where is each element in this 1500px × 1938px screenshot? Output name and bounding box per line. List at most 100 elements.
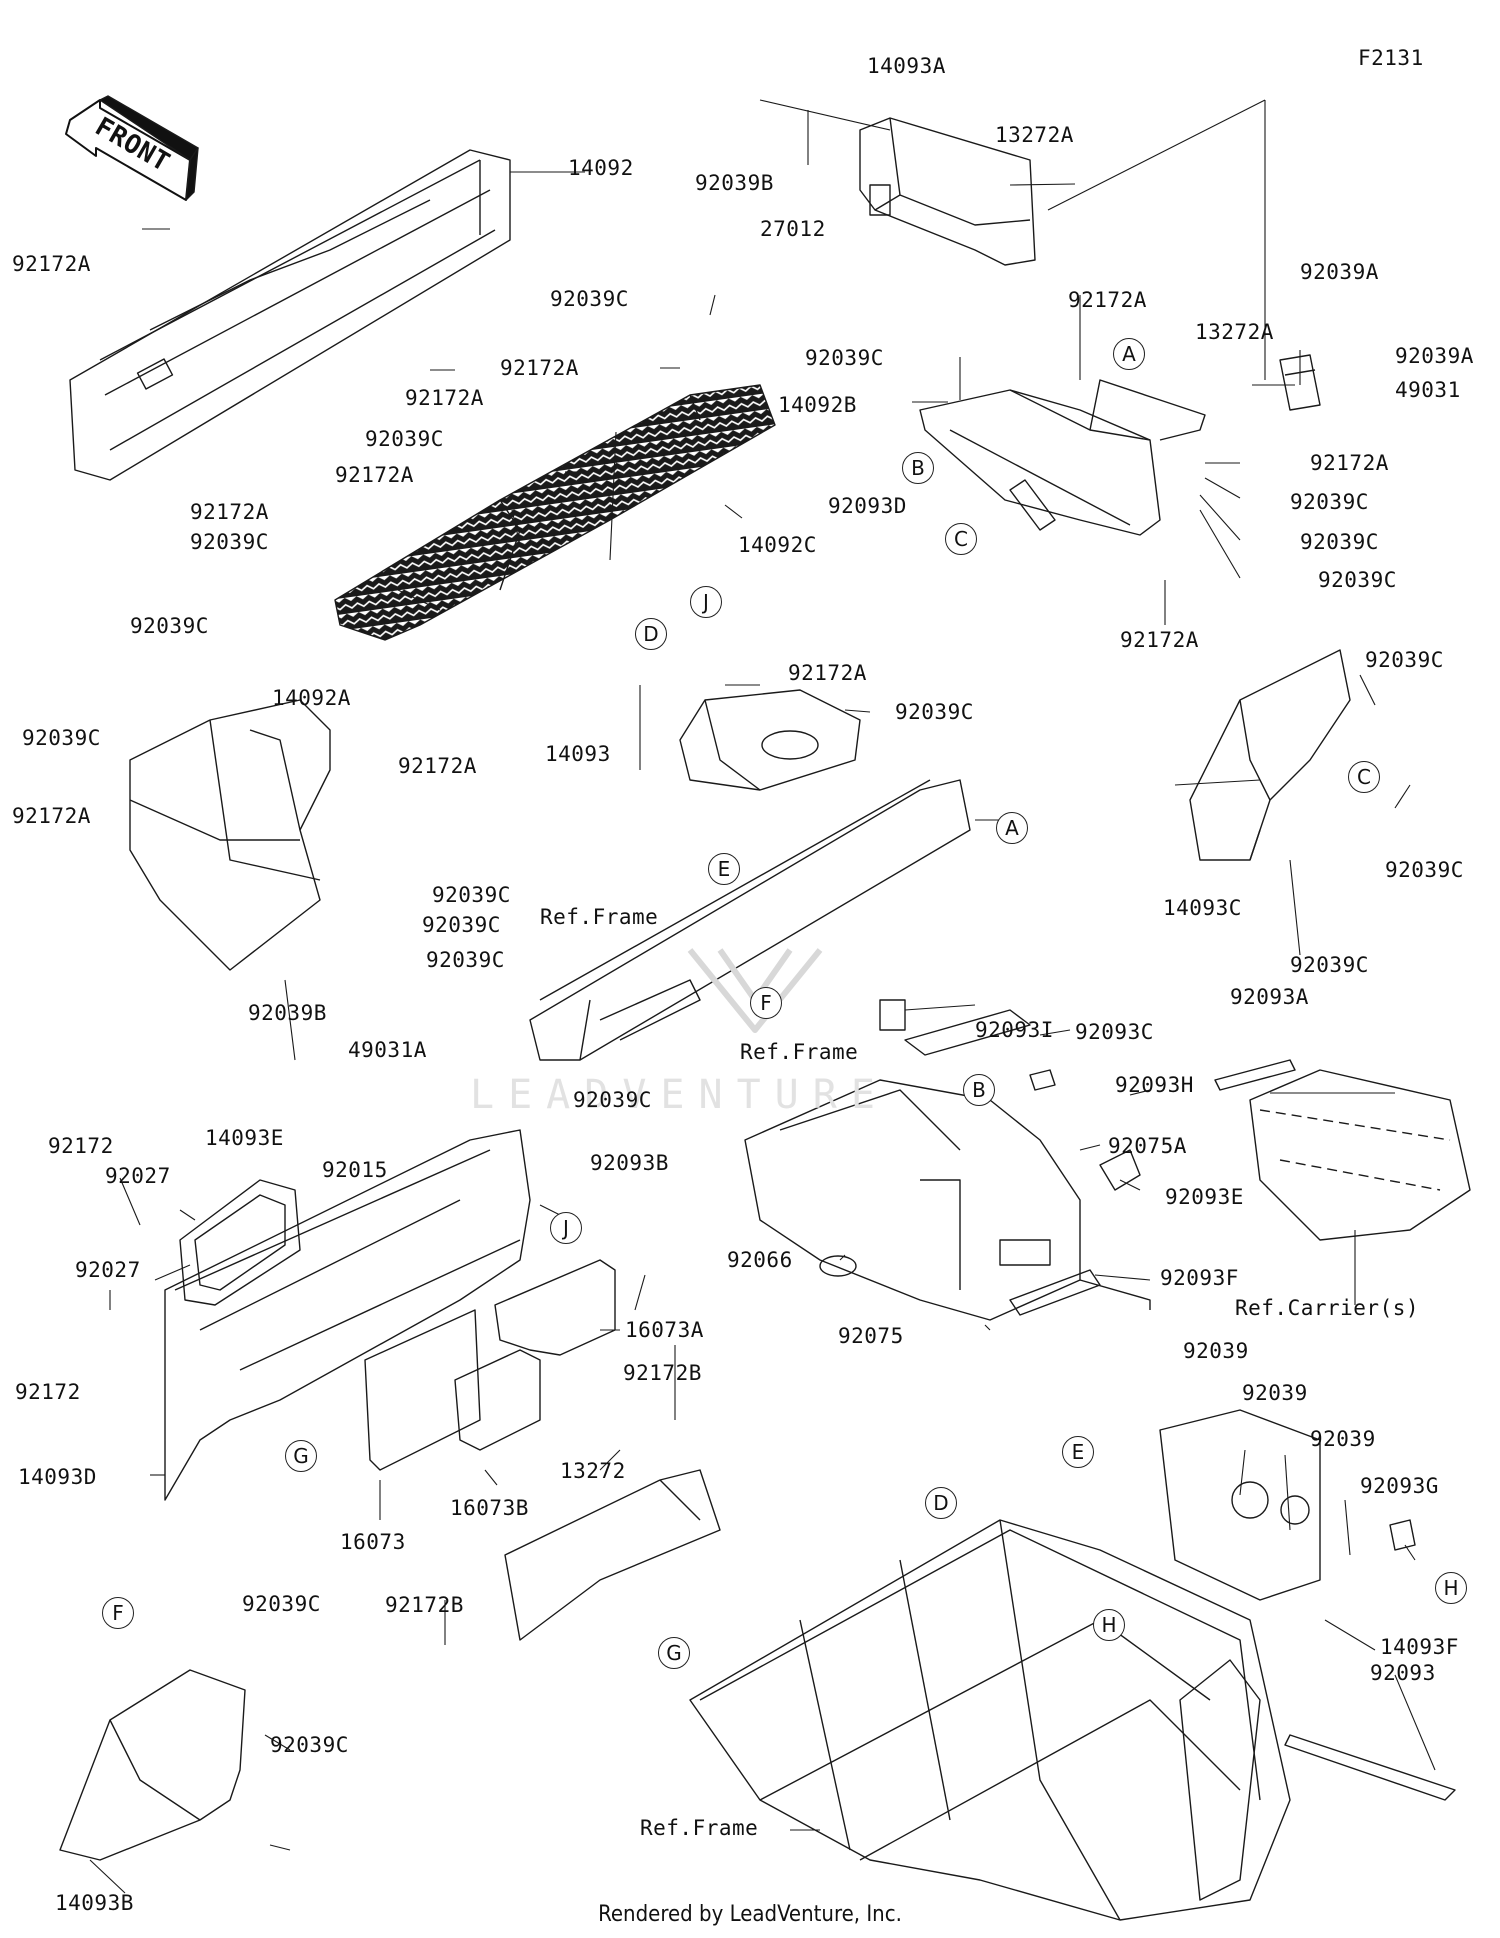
part-label[interactable]: 92039B <box>248 1001 327 1025</box>
part-label[interactable]: 92039C <box>130 614 209 638</box>
part-label[interactable]: 92039C <box>1385 858 1464 882</box>
part-label[interactable]: 92039C <box>422 913 501 937</box>
callout-h[interactable]: H <box>1435 1572 1467 1604</box>
part-label[interactable]: 92039C <box>270 1733 349 1757</box>
part-label[interactable]: 92172A <box>788 661 867 685</box>
part-label[interactable]: 92172A <box>12 252 91 276</box>
callout-f[interactable]: F <box>750 987 782 1019</box>
part-label[interactable]: 92039C <box>895 700 974 724</box>
part-label[interactable]: 92039C <box>22 726 101 750</box>
part-label[interactable]: 92093H <box>1115 1073 1194 1097</box>
callout-b[interactable]: B <box>902 452 934 484</box>
part-label[interactable]: 92172A <box>1068 288 1147 312</box>
part-label[interactable]: 27012 <box>760 217 826 241</box>
part-label[interactable]: 92039 <box>1183 1339 1249 1363</box>
callout-c[interactable]: C <box>1348 761 1380 793</box>
callout-j[interactable]: J <box>690 586 722 618</box>
part-label[interactable]: 92039C <box>426 948 505 972</box>
part-label[interactable]: 92039C <box>190 530 269 554</box>
part-label[interactable]: 92093A <box>1230 985 1309 1009</box>
callout-e[interactable]: E <box>708 853 740 885</box>
part-label[interactable]: 14093E <box>205 1126 284 1150</box>
part-label[interactable]: 92015 <box>322 1158 388 1182</box>
part-label[interactable]: 92039A <box>1395 344 1474 368</box>
part-16073-pad <box>364 1309 481 1471</box>
part-label[interactable]: 49031 <box>1395 378 1461 402</box>
part-label[interactable]: 13272A <box>1195 320 1274 344</box>
part-label[interactable]: 92172A <box>12 804 91 828</box>
part-label[interactable]: 92172 <box>15 1380 81 1404</box>
part-label[interactable]: 92172B <box>623 1361 702 1385</box>
part-label[interactable]: 92093B <box>590 1151 669 1175</box>
callout-a[interactable]: A <box>996 812 1028 844</box>
part-label[interactable]: 92093F <box>1160 1266 1239 1290</box>
part-label[interactable]: 92172B <box>385 1593 464 1617</box>
part-label[interactable]: 92027 <box>75 1258 141 1282</box>
part-label[interactable]: 92039C <box>242 1592 321 1616</box>
part-label[interactable]: 14093A <box>867 54 946 78</box>
part-label[interactable]: 92039B <box>695 171 774 195</box>
callout-h[interactable]: H <box>1093 1609 1125 1641</box>
part-label[interactable]: 92039C <box>1290 953 1369 977</box>
part-label[interactable]: 14093C <box>1163 896 1242 920</box>
part-label[interactable]: 14093 <box>545 742 611 766</box>
callout-b[interactable]: B <box>963 1074 995 1106</box>
part-label[interactable]: 92172 <box>48 1134 114 1158</box>
part-label[interactable]: 92172A <box>405 386 484 410</box>
part-14093A-cover <box>859 117 1036 266</box>
part-label[interactable]: 92066 <box>727 1248 793 1272</box>
callout-d[interactable]: D <box>925 1487 957 1519</box>
part-label[interactable]: 92172A <box>335 463 414 487</box>
part-label[interactable]: 92039C <box>1318 568 1397 592</box>
part-label[interactable]: 92039C <box>805 346 884 370</box>
part-label[interactable]: 92172A <box>1310 451 1389 475</box>
part-label[interactable]: 92039A <box>1300 260 1379 284</box>
part-label[interactable]: 92039C <box>550 287 629 311</box>
part-label[interactable]: 14092B <box>778 393 857 417</box>
part-label[interactable]: 92093D <box>828 494 907 518</box>
part-label[interactable]: 92039C <box>365 427 444 451</box>
callout-g[interactable]: G <box>285 1440 317 1472</box>
part-label[interactable]: 92093I <box>975 1018 1054 1042</box>
part-label[interactable]: 14092A <box>272 686 351 710</box>
callout-e[interactable]: E <box>1062 1436 1094 1468</box>
callout-g[interactable]: G <box>658 1637 690 1669</box>
part-label[interactable]: 92093C <box>1075 1020 1154 1044</box>
part-label[interactable]: 16073 <box>340 1530 406 1554</box>
part-label[interactable]: 14093D <box>18 1465 97 1489</box>
part-label[interactable]: 92027 <box>105 1164 171 1188</box>
part-label[interactable]: 92039C <box>1365 648 1444 672</box>
part-label[interactable]: 92039C <box>1300 530 1379 554</box>
part-label[interactable]: 92172A <box>398 754 477 778</box>
callout-d[interactable]: D <box>635 618 667 650</box>
part-label[interactable]: 14092 <box>568 156 634 180</box>
part-label[interactable]: 14092C <box>738 533 817 557</box>
part-label[interactable]: 16073A <box>625 1318 704 1342</box>
callout-c[interactable]: C <box>945 523 977 555</box>
part-label[interactable]: 92172A <box>500 356 579 380</box>
part-label[interactable]: 92039C <box>573 1088 652 1112</box>
part-label[interactable]: 13272 <box>560 1459 626 1483</box>
part-label[interactable]: 13272A <box>995 123 1074 147</box>
part-92093A <box>1214 1059 1296 1091</box>
part-label[interactable]: 92093E <box>1165 1185 1244 1209</box>
part-label[interactable]: 92039 <box>1242 1381 1308 1405</box>
callout-f[interactable]: F <box>102 1597 134 1629</box>
part-label[interactable]: 92093 <box>1370 1661 1436 1685</box>
part-label[interactable]: 16073B <box>450 1496 529 1520</box>
part-label[interactable]: 92039C <box>432 883 511 907</box>
part-label[interactable]: 92039 <box>1310 1427 1376 1451</box>
part-label[interactable]: 92075A <box>1108 1134 1187 1158</box>
part-label[interactable]: 92039C <box>1290 490 1369 514</box>
part-16073B-pad <box>454 1349 541 1451</box>
part-label[interactable]: 49031A <box>348 1038 427 1062</box>
part-label[interactable]: 92172A <box>190 500 269 524</box>
callout-j[interactable]: J <box>550 1212 582 1244</box>
part-label[interactable]: 14093F <box>1380 1635 1459 1659</box>
part-label[interactable]: 92093G <box>1360 1474 1439 1498</box>
callout-a[interactable]: A <box>1113 338 1145 370</box>
part-label[interactable]: 92075 <box>838 1324 904 1348</box>
part-label[interactable]: 92172A <box>1120 628 1199 652</box>
part-label[interactable]: 14093B <box>55 1891 134 1915</box>
